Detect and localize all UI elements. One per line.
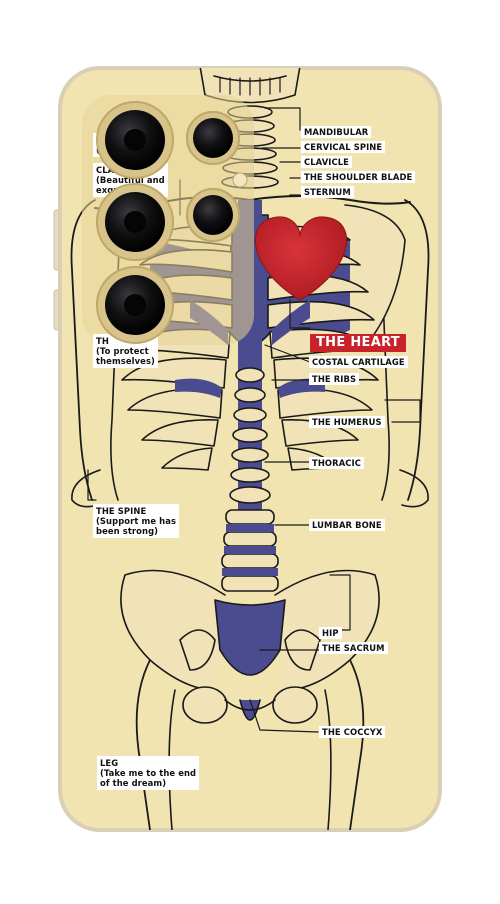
label-spine: THE SPINE (Support me has been strong) (93, 504, 180, 538)
heart-icon (254, 216, 347, 301)
label-ribs-partial: TH (To protect themselves) (93, 334, 158, 368)
camera-lens-icon (186, 188, 240, 242)
label-leg: LEG (Take me to the end of the dream) (97, 756, 200, 790)
shoulder-blade (344, 204, 406, 341)
label-sacrum: THE SACRUM (319, 642, 388, 654)
label-humerus: THE HUMERUS (309, 416, 385, 428)
label-hip: HIP (319, 627, 342, 639)
spine-vertebrae (221, 367, 279, 592)
label-clavicle-partial: CLAV (Beautiful and exqu (93, 163, 168, 197)
femur-right (349, 659, 365, 830)
label-the-ribs: THE RIBS (309, 373, 360, 385)
humerus-left (70, 199, 96, 501)
label-mandible-partial: N (S (93, 133, 110, 157)
camera-lens-icon (96, 266, 174, 344)
label-clavicle: CLAVICLE (301, 156, 352, 168)
clavicle-right (249, 195, 411, 205)
label-sternum: STERNUM (301, 186, 354, 198)
label-costal-cartilage: COSTAL CARTILAGE (309, 356, 408, 368)
camera-lens-icon (186, 111, 240, 165)
label-mandibular: MANDIBULAR (301, 126, 372, 138)
label-lumbar-bone: LUMBAR BONE (309, 519, 385, 531)
label-thoracic: THORACIC (309, 457, 364, 469)
label-shoulder-blade: THE SHOULDER BLADE (301, 171, 416, 183)
label-coccyx: THE COCCYX (319, 726, 386, 738)
label-cervical-spine: CERVICAL SPINE (301, 141, 386, 153)
flash-icon (232, 172, 248, 188)
label-the-heart: THE HEART (310, 334, 406, 352)
humerus-right (404, 199, 430, 501)
